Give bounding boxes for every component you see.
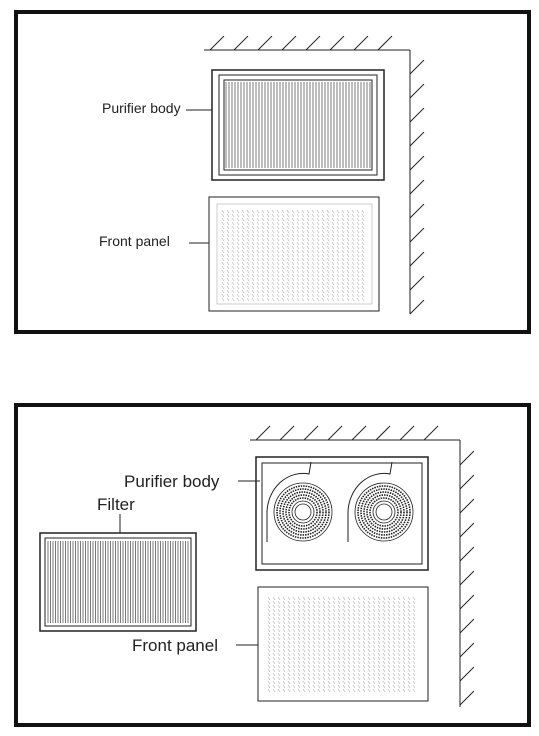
label-front-panel-top: Front panel — [99, 233, 170, 249]
top-diagram-drawing — [186, 35, 425, 315]
purifier-body-filter — [211, 69, 385, 181]
label-purifier-body-top: Purifier body — [102, 100, 181, 116]
front-panel-bottom — [257, 586, 429, 702]
wall-hatching-bottom — [250, 425, 475, 707]
front-panel-top — [208, 196, 380, 312]
label-filter: Filter — [97, 495, 135, 514]
bottom-diagram-panel: Purifier body Filter Front panel — [14, 403, 531, 727]
purifier-body-fans — [255, 456, 429, 571]
label-purifier-body-bottom: Purifier body — [124, 472, 220, 491]
label-front-panel-bottom: Front panel — [132, 636, 218, 655]
wall-hatching-top — [204, 35, 425, 315]
top-diagram-panel: Purifier body Front panel — [14, 10, 531, 334]
filter-module — [39, 532, 197, 632]
bottom-diagram-drawing — [39, 425, 475, 707]
